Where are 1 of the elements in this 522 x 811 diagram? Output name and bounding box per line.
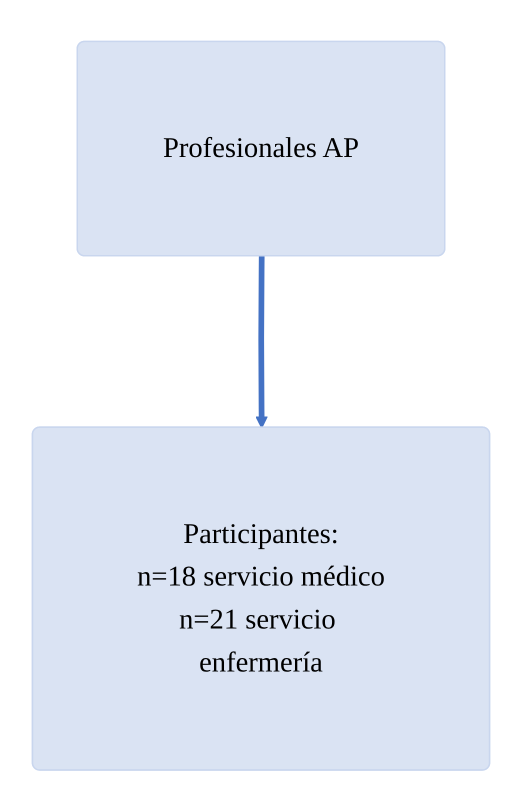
arrow	[255, 256, 268, 428]
